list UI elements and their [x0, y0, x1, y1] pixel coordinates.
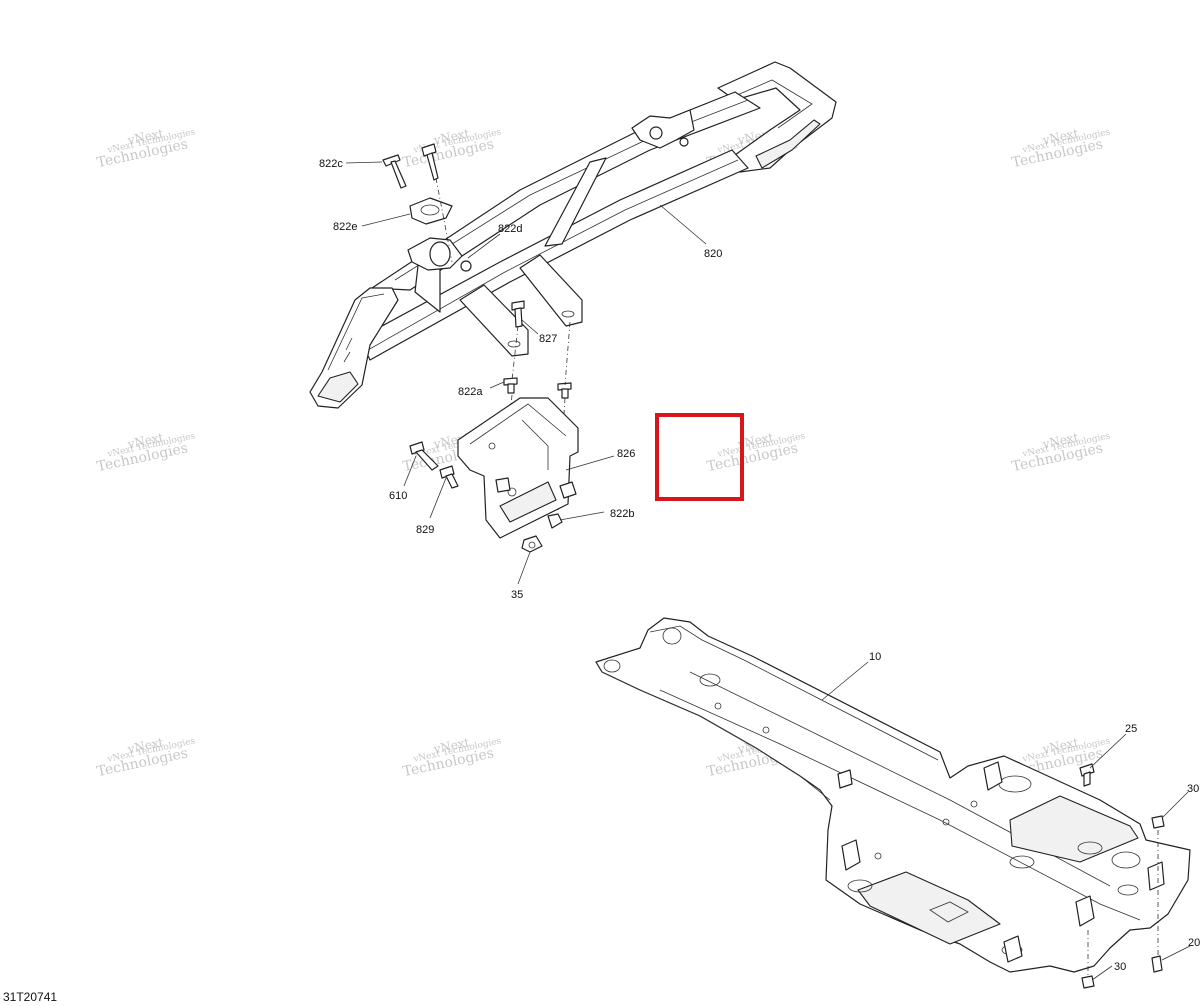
callout-30-right: 30	[1187, 783, 1199, 795]
callout-25: 25	[1125, 723, 1137, 735]
callout-822d: 822d	[498, 223, 522, 235]
callout-827: 827	[539, 333, 557, 345]
watermark: vNext Technologies vNext Technologies	[95, 126, 196, 171]
watermark: vNext Technologies vNext Technologies	[401, 735, 502, 780]
watermark: vNext Technologies vNext Technologies	[401, 126, 502, 171]
clamp-822e	[409, 197, 453, 225]
drawing-reference: 31T20741	[3, 990, 57, 1004]
callout-826: 826	[617, 448, 635, 460]
fastener-822c	[382, 154, 407, 189]
watermark: vNext Technologies vNext Technologies	[705, 430, 806, 475]
callout-30-bottom: 30	[1114, 961, 1126, 973]
watermark: vNext Technologies vNext Technologies	[1010, 126, 1111, 171]
watermark: vNext Technologies vNext Technologies	[95, 735, 196, 780]
callout-20: 20	[1188, 937, 1200, 949]
callout-610: 610	[389, 490, 407, 502]
callout-labels: 822c 822e 822d 820 827 822a 826 610 829 …	[319, 158, 1200, 973]
highlight-box	[655, 413, 744, 501]
callout-822b: 822b	[610, 508, 634, 520]
watermark: vNext Technologies vNext Technologies	[95, 430, 196, 475]
callout-822c: 822c	[319, 158, 343, 170]
callout-10: 10	[869, 651, 881, 663]
part-10-skid-plate	[595, 617, 1191, 973]
callout-35: 35	[511, 589, 523, 601]
hardware-610-829	[409, 441, 459, 489]
watermark: vNext Technologies vNext Technologies	[1010, 430, 1111, 475]
part-820-frame-bar	[309, 61, 837, 409]
nuts-35-822b	[495, 477, 577, 553]
bolts-822a	[503, 377, 572, 399]
fasteners-25-30-20	[1079, 763, 1165, 989]
callout-820: 820	[704, 248, 722, 260]
callout-822a: 822a	[458, 386, 483, 398]
part-826-bracket	[457, 397, 579, 539]
leader-lines	[345, 161, 1191, 981]
fastener-822c-second	[421, 143, 439, 181]
bolt-827	[511, 300, 525, 328]
callout-822e: 822e	[333, 221, 357, 233]
callout-829: 829	[416, 524, 434, 536]
